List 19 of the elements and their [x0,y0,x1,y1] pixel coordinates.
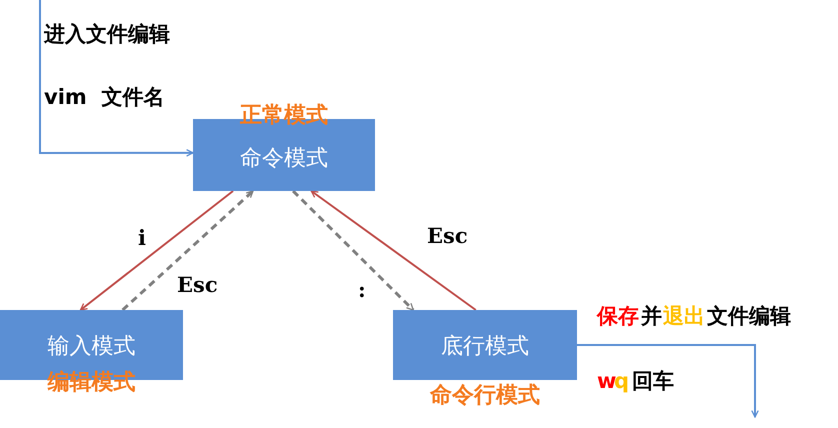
note-text: 退出 [663,303,705,329]
dashed-arrow [122,190,254,312]
note-text: 回车 [632,368,674,394]
mode-name: 底行模式 [440,334,530,360]
note-text: vim 文件名 [44,84,164,110]
dashed-arrow [292,190,414,312]
mode-name: 命令行模式 [428,383,541,409]
mode-name: 输入模式 [46,334,136,360]
note-text: q [614,368,630,394]
note-text: w [597,368,616,394]
note-text: 进入文件编辑 [44,21,170,47]
note-text: 保存 [597,303,639,329]
note-text: 并 [641,303,662,329]
arrow [577,344,759,418]
note-text: 文件编辑 [707,303,791,329]
arrow [310,190,476,311]
mode-name: 命令模式 [239,146,329,172]
arrow [39,0,194,157]
arrow [80,190,234,311]
